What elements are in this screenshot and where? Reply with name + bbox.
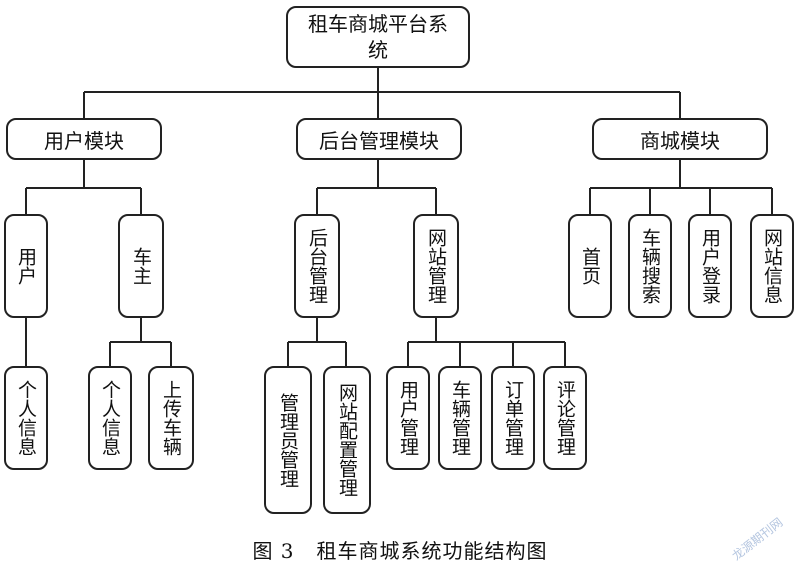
module-admin: 后台管理模块	[296, 118, 462, 160]
module-mall-label: 商城模块	[640, 128, 720, 153]
leaf-yonghu-geren-xinxi: 个人信息	[4, 366, 48, 470]
leaf-wangzhan-peizhi-guanli: 网站配置管理	[323, 366, 371, 514]
leaf-shangchuan-cheliang: 上传车辆	[148, 366, 194, 470]
node-wangzhan-xinxi-label: 网站信息	[761, 228, 783, 304]
figure-number: 图 3	[252, 539, 295, 563]
root-node: 租车商城平台系统	[286, 6, 470, 68]
module-mall: 商城模块	[592, 118, 768, 160]
leaf-yonghu-guanli: 用户管理	[386, 366, 430, 470]
node-cheliang-sousuo: 车辆搜索	[628, 214, 672, 318]
leaf-wangzhan-peizhi-guanli-label: 网站配置管理	[336, 383, 358, 497]
leaf-dingdan-guanli-label: 订单管理	[502, 380, 524, 456]
leaf-pinglun-guanli-label: 评论管理	[554, 380, 576, 456]
leaf-yonghu-geren-xinxi-label: 个人信息	[15, 380, 37, 456]
figure-caption: 图 3 租车商城系统功能结构图	[0, 535, 800, 564]
node-yonghu: 用户	[4, 214, 48, 318]
node-chezhu: 车主	[118, 214, 164, 318]
leaf-chezhu-geren-xinxi-label: 个人信息	[99, 380, 121, 456]
node-cheliang-sousuo-label: 车辆搜索	[639, 228, 661, 304]
root-label: 租车商城平台系统	[308, 12, 448, 62]
module-admin-label: 后台管理模块	[319, 128, 439, 153]
node-wangzhan-label: 网站管理	[425, 228, 447, 304]
module-user-label: 用户模块	[44, 128, 124, 153]
leaf-shangchuan-cheliang-label: 上传车辆	[160, 380, 182, 456]
node-houtai: 后台管理	[294, 214, 340, 318]
module-user: 用户模块	[6, 118, 162, 160]
node-yonghu-denglu: 用户登录	[688, 214, 732, 318]
node-wangzhan-xinxi: 网站信息	[750, 214, 794, 318]
leaf-guanliyuan-guanli: 管理员管理	[264, 366, 312, 514]
node-shouye: 首页	[568, 214, 612, 318]
leaf-yonghu-guanli-label: 用户管理	[397, 380, 419, 456]
node-yonghu-label: 用户	[15, 247, 37, 285]
leaf-cheliang-guanli-label: 车辆管理	[449, 380, 471, 456]
leaf-pinglun-guanli: 评论管理	[543, 366, 587, 470]
figure-title: 租车商城系统功能结构图	[316, 539, 548, 563]
node-chezhu-label: 车主	[130, 247, 152, 285]
leaf-cheliang-guanli: 车辆管理	[438, 366, 482, 470]
leaf-dingdan-guanli: 订单管理	[491, 366, 535, 470]
node-yonghu-denglu-label: 用户登录	[699, 228, 721, 304]
node-houtai-label: 后台管理	[306, 228, 328, 304]
leaf-chezhu-geren-xinxi: 个人信息	[88, 366, 132, 470]
node-wangzhan: 网站管理	[413, 214, 459, 318]
leaf-guanliyuan-guanli-label: 管理员管理	[277, 392, 299, 488]
node-shouye-label: 首页	[579, 247, 601, 285]
